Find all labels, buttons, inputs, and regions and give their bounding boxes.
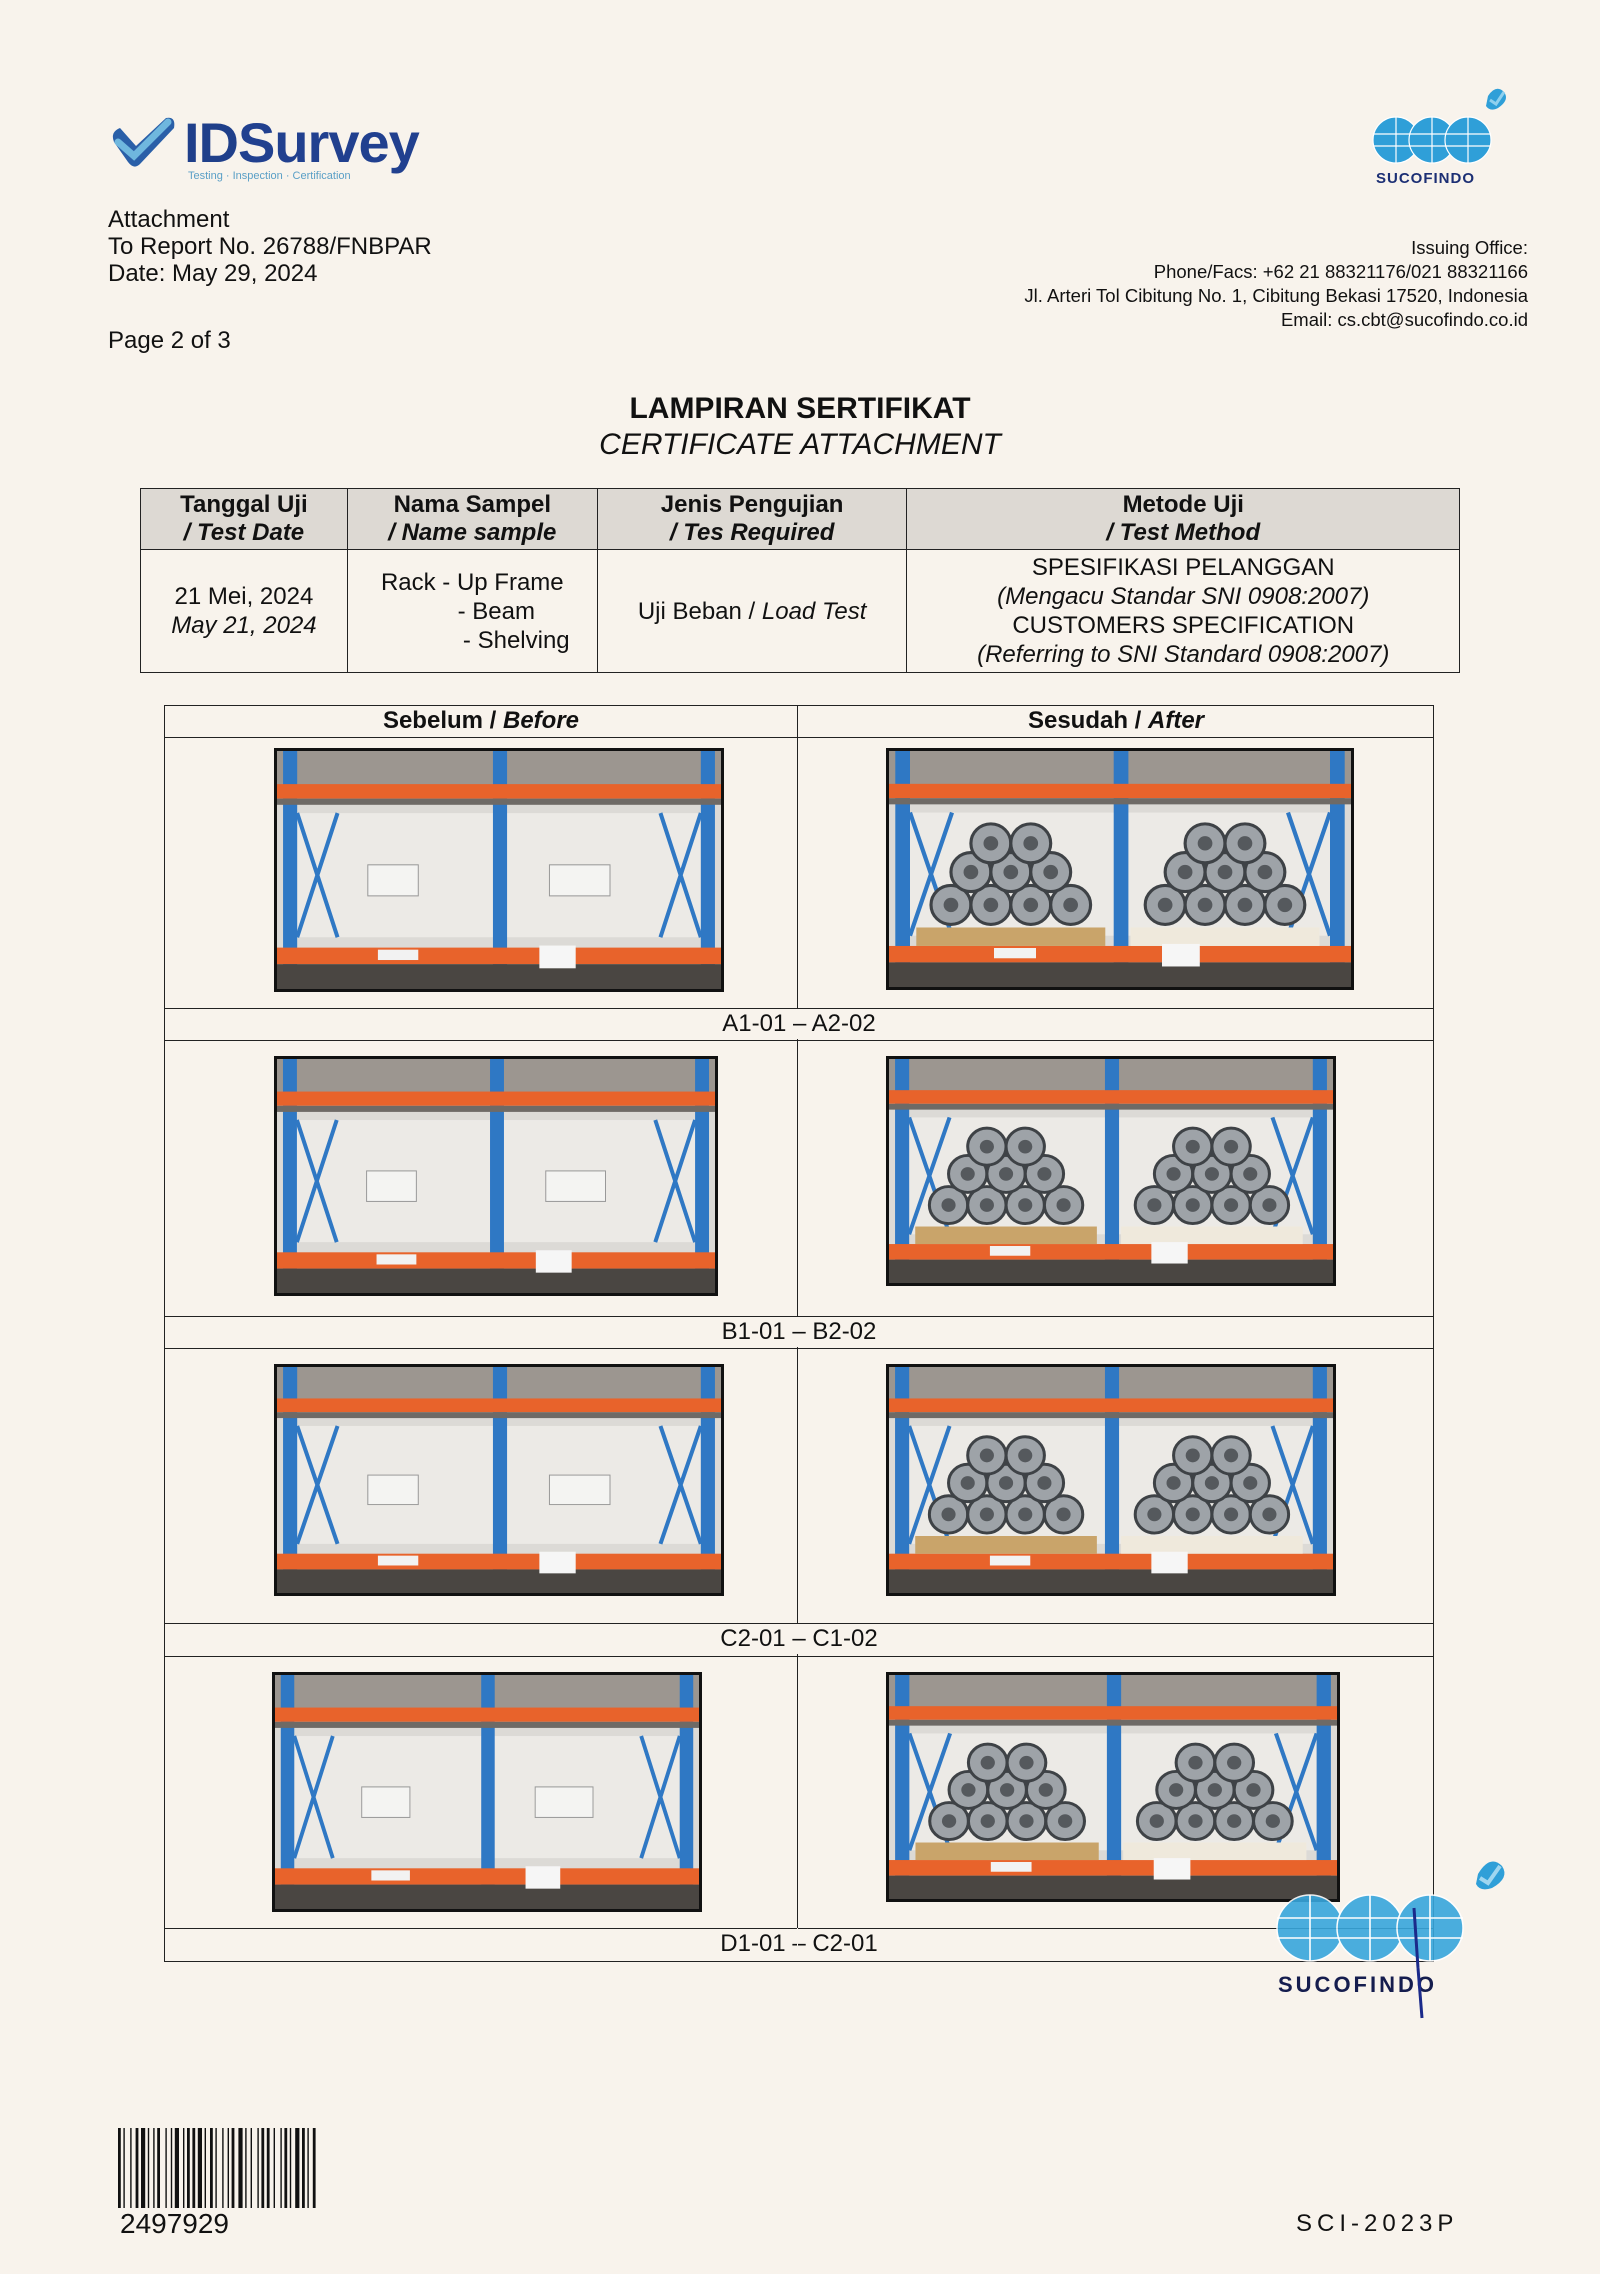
header-name-sample: Nama Sampel/ Name sample: [346, 488, 598, 550]
method-line-4: (Referring to SNI Standard 0908:2007): [977, 641, 1390, 668]
test-required-id: Uji Beban /: [637, 597, 756, 625]
page-subtitle: CERTIFICATE ATTACHMENT: [599, 428, 1001, 461]
sucofindo-logo-label: SUCOFINDO: [1376, 170, 1475, 187]
photo-after-d1-c2: [886, 1672, 1340, 1902]
after-column-header: Sesudah / After: [1027, 707, 1205, 734]
report-date: Date: May 29, 2024: [108, 260, 318, 287]
report-number: To Report No. 26788/FNBPAR: [108, 233, 432, 260]
photo-before-b1-b2: [274, 1056, 718, 1296]
page-number: Page 2 of 3: [108, 327, 231, 354]
row-label-3: C2-01 – C1-02: [165, 1624, 1433, 1654]
issuing-office-email: Email: cs.cbt@sucofindo.co.id: [1280, 309, 1528, 330]
test-date-id: 21 Mei, 2024: [174, 583, 314, 610]
cell-test-required: Uji Beban / Load Test: [596, 549, 908, 673]
signature-stroke: [1416, 1968, 1424, 2019]
stamp-globe-icon: [1276, 1861, 1505, 1969]
issuing-office: Issuing Office: Phone/Facs: +62 21 88321…: [828, 236, 1528, 332]
test-info-data-row: 21 Mei, 2024 May 21, 2024 Rack - Up Fram…: [140, 549, 1460, 673]
sucofindo-globe-icon: [1372, 88, 1506, 164]
photo-after-a1-a2: [886, 748, 1354, 990]
issuing-office-phone: Phone/Facs: +62 21 88321176/021 88321166: [1153, 261, 1528, 282]
sucofindo-logo: SUCOFINDO: [1370, 84, 1510, 194]
form-code: SCI-2023P: [1296, 2210, 1459, 2237]
row-label-1: A1-01 – A2-02: [165, 1009, 1433, 1039]
cell-test-method: SPESIFIKASI PELANGGAN (Mengacu Standar S…: [906, 549, 1460, 673]
row-label-4: D1-01 – C2-01: [165, 1929, 1433, 1959]
idsurvey-wordmark-id: ID: [184, 111, 239, 174]
sucofindo-stamp: SUCOFINDO: [1262, 1850, 1512, 2020]
sample-line-3: - Shelving: [462, 626, 570, 654]
header-test-method: Metode Uji/ Test Method: [906, 488, 1460, 550]
photo-after-b1-b2: [886, 1056, 1336, 1286]
method-line-3: CUSTOMERS SPECIFICATION: [1012, 612, 1355, 639]
attachment-label: Attachment: [108, 206, 230, 233]
before-column-header: Sebelum / Before: [382, 707, 580, 734]
sample-line-1: Rack - Up Frame: [380, 568, 564, 596]
method-line-2: (Mengacu Standar SNI 0908:2007): [997, 583, 1370, 610]
photo-after-c2-c1: [886, 1364, 1336, 1596]
cell-test-date: 21 Mei, 2024 May 21, 2024: [140, 549, 348, 673]
idsurvey-logo: IDSurvey Testing · Inspection · Certific…: [108, 108, 448, 188]
photo-before-c2-c1: [274, 1364, 724, 1596]
photo-before-a1-a2: [274, 748, 724, 992]
issuing-office-address: Jl. Arteri Tol Cibitung No. 1, Cibitung …: [1024, 285, 1528, 306]
photo-comparison-table: Sebelum / Before Sesudah / After A1-01 –…: [164, 705, 1434, 1962]
photo-before-d1-c2: [272, 1672, 702, 1912]
stamp-label: SUCOFINDO: [1278, 1972, 1437, 1997]
page-title: LAMPIRAN SERTIFIKAT: [629, 392, 971, 425]
barcode-icon: [118, 2128, 316, 2208]
test-info-table: Tanggal Uji/ Test Date Nama Sampel/ Name…: [140, 488, 1460, 673]
idsurvey-check-icon: [112, 117, 175, 167]
idsurvey-wordmark-survey: Survey: [238, 111, 420, 174]
header-test-date: Tanggal Uji/ Test Date: [140, 488, 348, 550]
barcode-number: 2497929: [120, 2208, 230, 2239]
sample-line-2: - Beam: [457, 597, 535, 625]
header-test-required: Jenis Pengujian/ Tes Required: [596, 488, 908, 550]
cell-name-sample: Rack - Up Frame - Beam - Shelving: [346, 549, 598, 673]
method-line-1: SPESIFIKASI PELANGGAN: [1031, 554, 1335, 581]
test-required-en: Load Test: [761, 597, 867, 625]
row-label-2: B1-01 – B2-02: [165, 1317, 1433, 1347]
test-date-en: May 21, 2024: [171, 612, 317, 639]
idsurvey-tagline: Testing · Inspection · Certification: [188, 170, 351, 182]
test-info-header-row: Tanggal Uji/ Test Date Nama Sampel/ Name…: [140, 488, 1460, 550]
issuing-office-label: Issuing Office:: [1411, 237, 1528, 258]
